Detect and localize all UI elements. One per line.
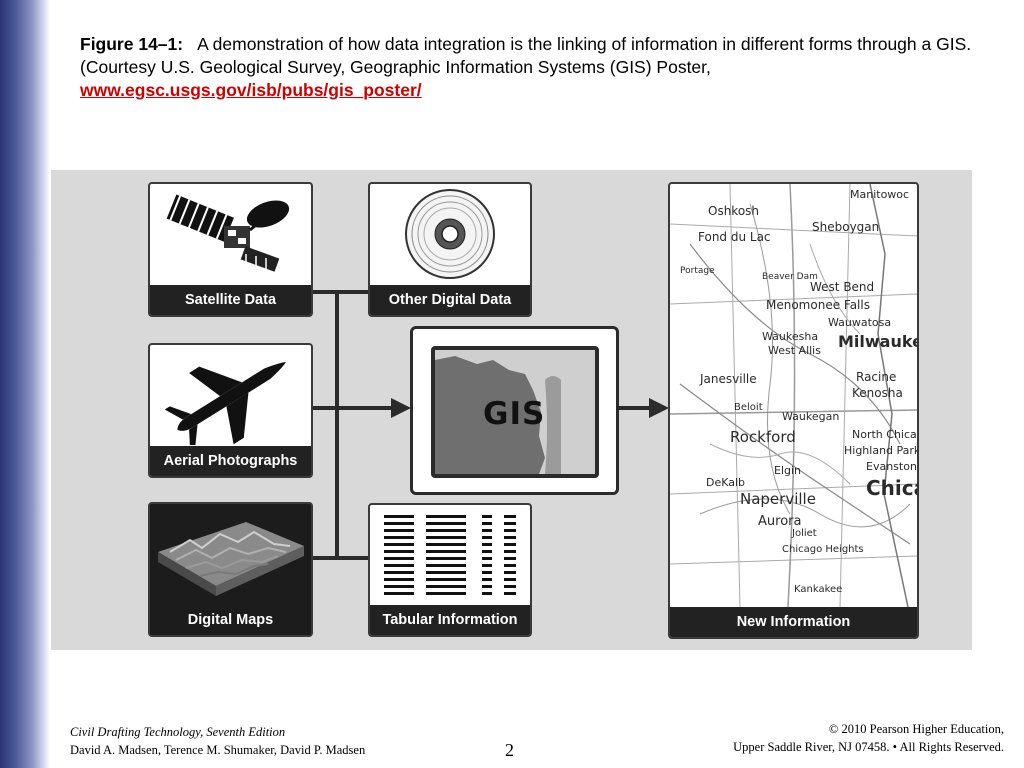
gis-screen: GIS bbox=[431, 346, 599, 478]
panel-aerial-photographs: Aerial Photographs bbox=[148, 343, 313, 478]
city-label: Rockford bbox=[730, 428, 796, 446]
figure-caption: Figure 14–1:A demonstration of how data … bbox=[80, 33, 980, 102]
city-label: Waukegan bbox=[782, 410, 840, 423]
panel-satellite-data: Satellite Data bbox=[148, 182, 313, 317]
city-label: Chicago Heights bbox=[782, 544, 864, 555]
label-aerial-photographs: Aerial Photographs bbox=[150, 446, 311, 476]
city-label: Beaver Dam bbox=[762, 272, 818, 282]
panel-digital-maps: Digital Maps bbox=[148, 502, 313, 637]
label-digital-maps: Digital Maps bbox=[150, 605, 311, 635]
terrain-icon bbox=[158, 522, 304, 596]
label-satellite-data: Satellite Data bbox=[150, 285, 311, 315]
city-label: Aurora bbox=[758, 514, 802, 529]
figure-label: Figure 14–1: bbox=[80, 34, 184, 54]
gis-label: GIS bbox=[483, 396, 546, 432]
source-link[interactable]: www.egsc.usgs.gov/isb/pubs/gis_poster/ bbox=[80, 80, 422, 100]
address-line: Upper Saddle River, NJ 07458. • All Righ… bbox=[733, 740, 1004, 754]
satellite-icon bbox=[166, 194, 290, 272]
city-label: Naperville bbox=[740, 490, 816, 508]
city-label: Milwaukee bbox=[838, 332, 917, 351]
city-label: Evanston bbox=[866, 460, 917, 473]
city-label: Highland Park bbox=[844, 444, 919, 457]
gis-map-icon bbox=[435, 356, 561, 474]
map-lines bbox=[670, 184, 917, 607]
city-label: Joliet bbox=[792, 528, 817, 539]
page-number: 2 bbox=[505, 740, 514, 760]
book-authors: David A. Madsen, Terence M. Shumaker, Da… bbox=[70, 743, 366, 757]
panel-tabular-information: Tabular Information bbox=[368, 503, 532, 637]
arrow-into-gis bbox=[335, 398, 411, 418]
book-title: Civil Drafting Technology, Seventh Editi… bbox=[70, 725, 286, 739]
city-label: Waukesha bbox=[762, 330, 819, 343]
footer-book-info: Civil Drafting Technology, Seventh Editi… bbox=[70, 723, 365, 759]
label-tabular-information: Tabular Information bbox=[370, 605, 530, 635]
cd-disc-icon bbox=[405, 189, 495, 279]
label-new-information: New Information bbox=[670, 607, 917, 637]
label-other-digital-data: Other Digital Data bbox=[370, 285, 530, 315]
connector-digital-maps bbox=[310, 556, 337, 560]
city-label: Elgin bbox=[774, 464, 802, 477]
city-label: Wauwatosa bbox=[828, 316, 892, 329]
footer-copyright: © 2010 Pearson Higher Education, Upper S… bbox=[733, 720, 1004, 756]
city-label: Manitowoc bbox=[850, 188, 910, 201]
city-label: Fond du Lac bbox=[698, 230, 771, 244]
city-label: Portage bbox=[680, 266, 715, 276]
connector-tabular bbox=[335, 556, 368, 560]
copyright-line: © 2010 Pearson Higher Education, bbox=[828, 722, 1004, 736]
caption-text: A demonstration of how data integration … bbox=[80, 34, 972, 77]
city-label: Janesville bbox=[700, 372, 757, 386]
city-label: Chicago bbox=[866, 476, 917, 500]
city-label: Kankakee bbox=[794, 584, 843, 595]
arrow-to-output bbox=[613, 398, 669, 418]
slide-side-bar bbox=[0, 0, 50, 768]
airplane-icon bbox=[164, 362, 286, 445]
connector-aerial bbox=[310, 406, 337, 410]
city-label: North Chicago bbox=[852, 428, 917, 441]
connector-trunk bbox=[335, 290, 339, 560]
city-label: Racine bbox=[856, 370, 897, 384]
table-icon bbox=[384, 515, 516, 595]
connector-other-digital bbox=[335, 290, 368, 294]
city-label: Menomonee Falls bbox=[766, 298, 870, 312]
city-label: West Bend bbox=[810, 280, 875, 294]
gis-computer: GIS bbox=[410, 326, 619, 495]
city-label: West Allis bbox=[768, 344, 821, 357]
city-label: Beloit bbox=[734, 402, 763, 413]
gis-diagram: Satellite Data Other Digital Data bbox=[51, 170, 972, 650]
city-label: Kenosha bbox=[852, 386, 903, 400]
city-label: DeKalb bbox=[706, 476, 746, 489]
city-label: Oshkosh bbox=[708, 204, 760, 218]
panel-new-information: Manitowoc Oshkosh Fond du Lac Sheboygan … bbox=[668, 182, 919, 639]
panel-other-digital-data: Other Digital Data bbox=[368, 182, 532, 317]
city-label: Sheboygan bbox=[812, 220, 880, 234]
connector-satellite bbox=[310, 290, 337, 294]
